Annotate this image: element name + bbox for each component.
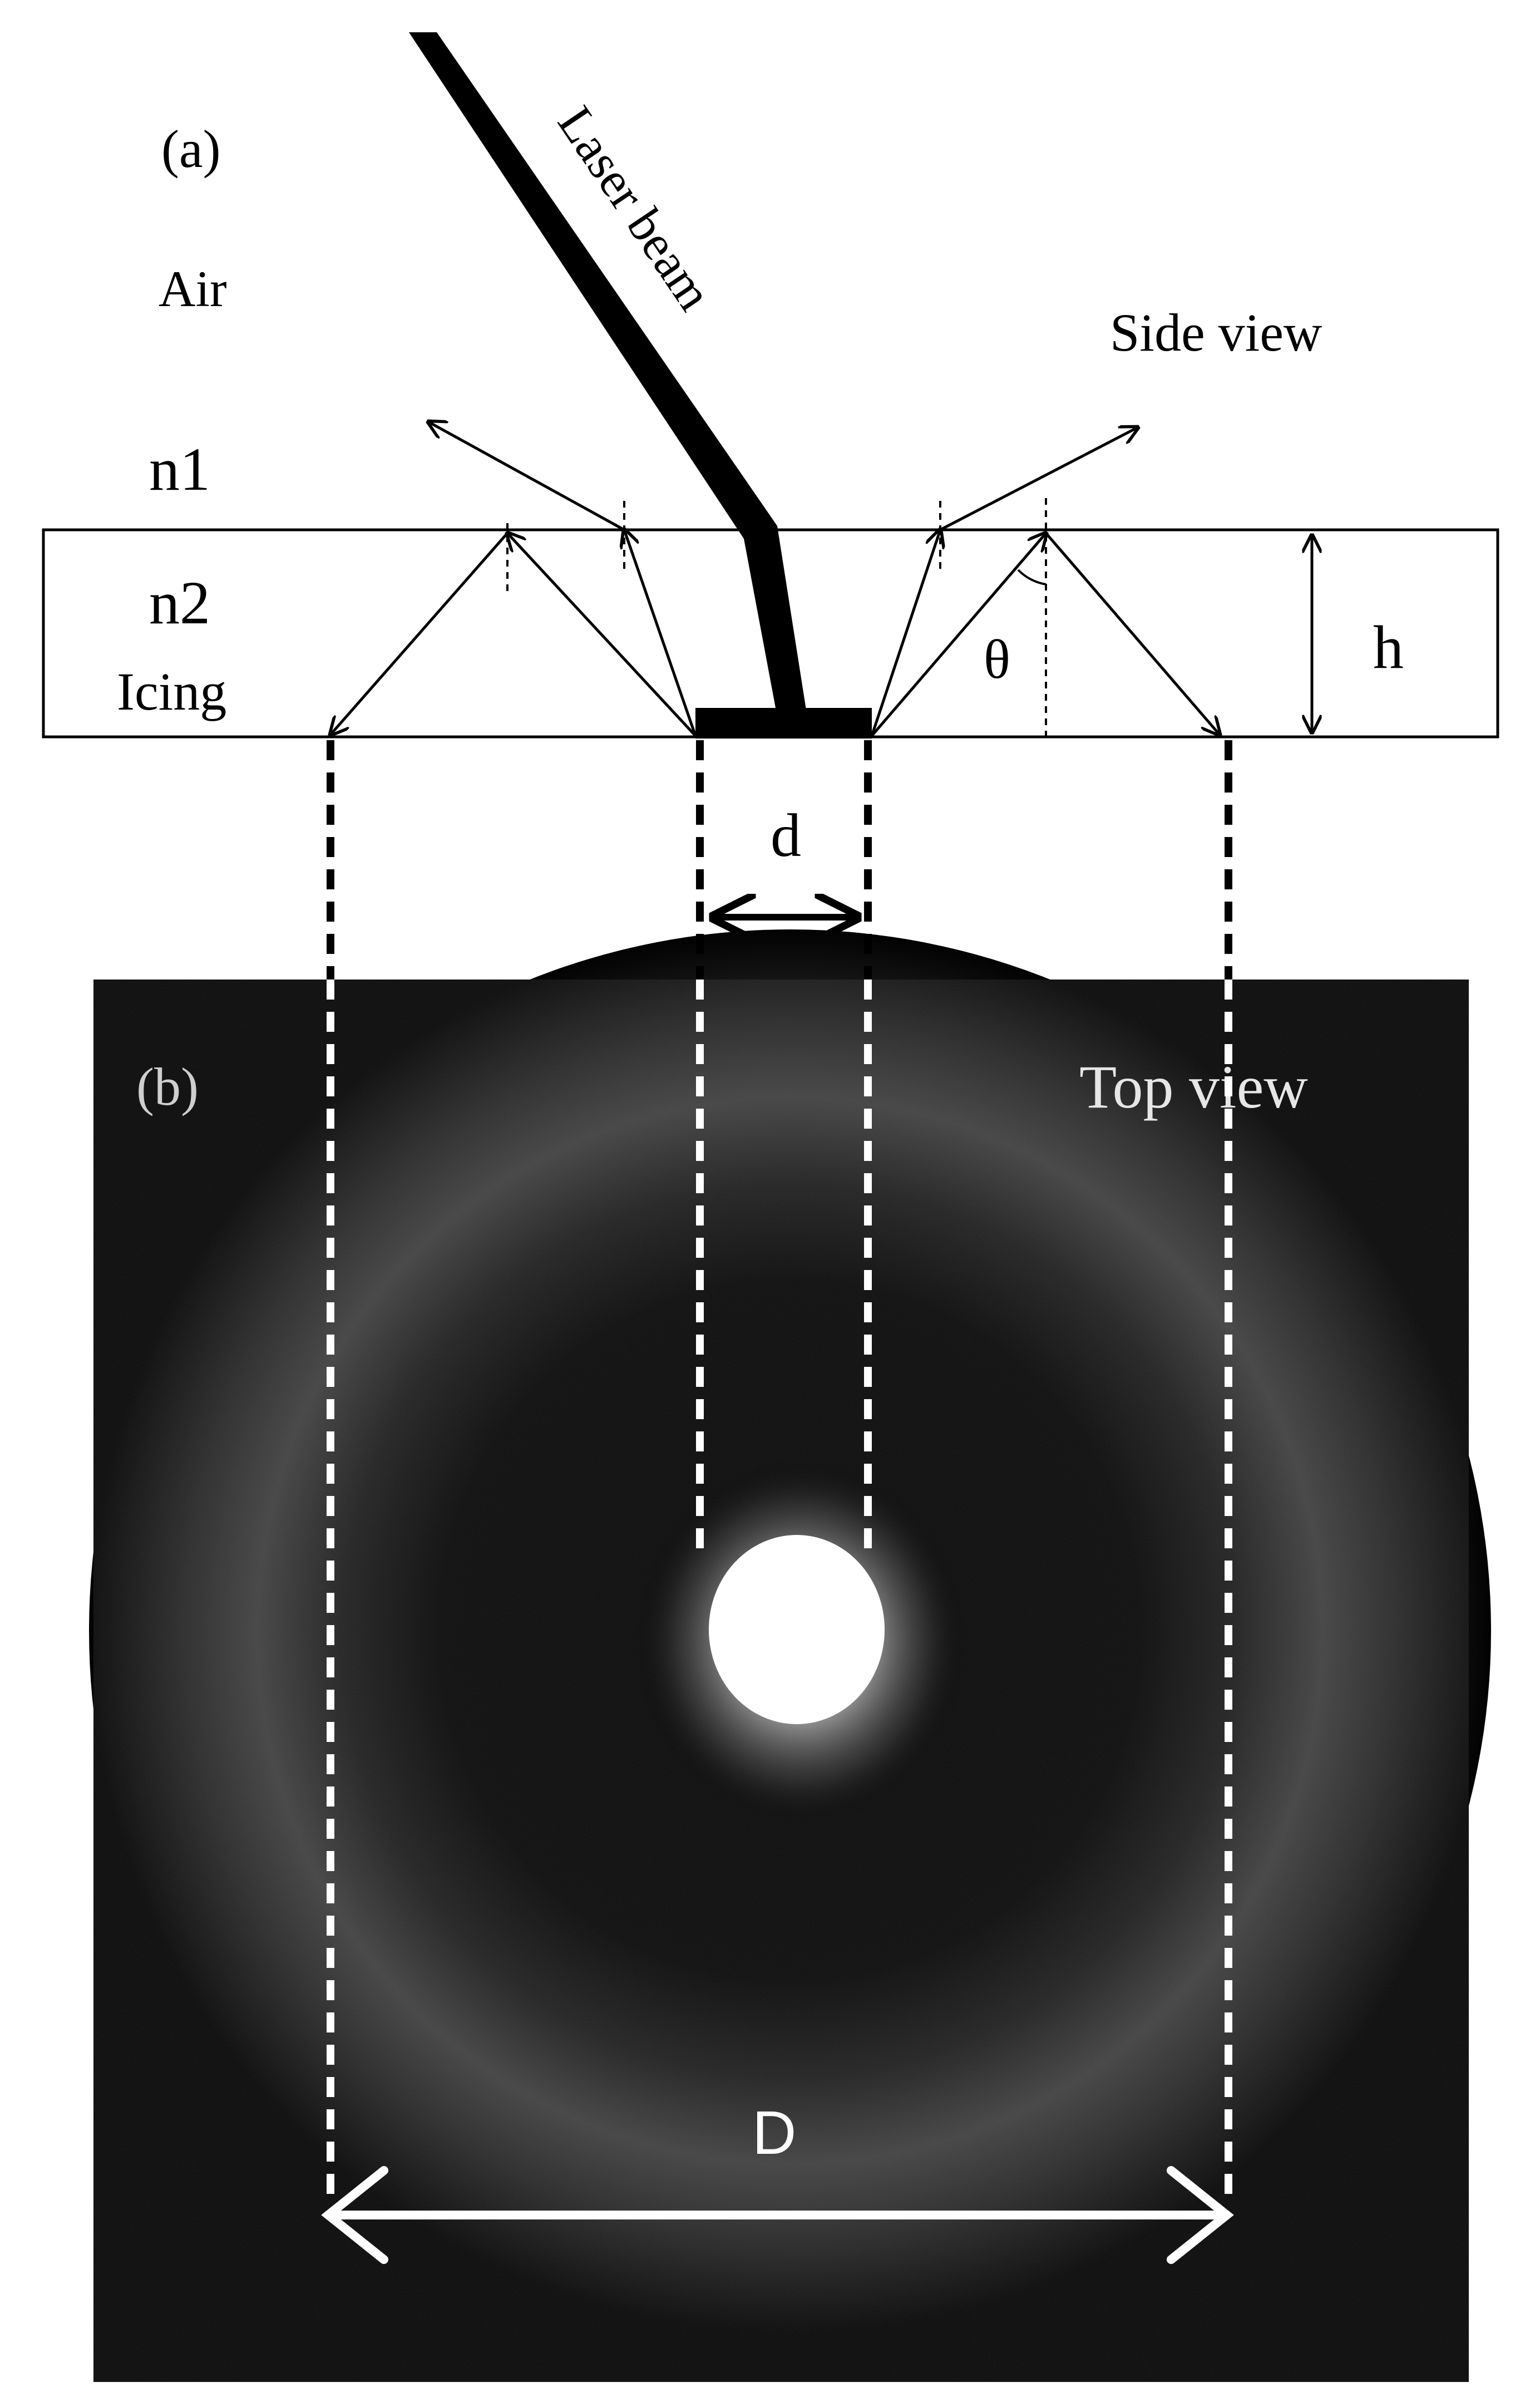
ray-left-down-outer <box>330 532 509 735</box>
laser-beam-label: Laser beam <box>547 97 722 320</box>
ray-right-down-outer <box>1045 532 1220 735</box>
air-label: Air <box>159 260 227 317</box>
transmitted-rays <box>428 422 1138 531</box>
panel-b-label: (b) <box>136 1057 199 1116</box>
icing-label: Icing <box>117 662 226 721</box>
ring-diameter-head-right <box>1167 2166 1234 2264</box>
panel-a-label: (a) <box>161 119 221 179</box>
spot-width-label: d <box>771 801 801 869</box>
laser-spot-core <box>709 1535 885 1724</box>
n2-label: n2 <box>149 569 210 637</box>
projection-lines <box>327 740 1232 2198</box>
ray-right-escape <box>939 427 1138 531</box>
panel-b-top-view: (b) Top view <box>89 929 1491 2382</box>
panel-a-side-view: (a) Air n1 Side view n2 Icing Laser beam <box>42 32 1499 917</box>
side-view-label: Side view <box>1110 303 1322 362</box>
thickness-label: h <box>1373 613 1404 681</box>
laser-beam <box>409 32 807 717</box>
theta-label: θ <box>984 628 1010 690</box>
reflected-rays <box>330 530 1220 736</box>
ring-diameter-label: D <box>752 2099 796 2167</box>
top-view-label: Top view <box>1079 1053 1308 1121</box>
ray-right-inner <box>870 530 940 736</box>
laser-spot-bar <box>695 708 872 739</box>
n1-label: n1 <box>149 435 210 503</box>
ray-left-inner <box>624 530 697 736</box>
surface-normals <box>506 498 1047 736</box>
ray-left-escape <box>428 422 625 531</box>
ray-right-up-outer <box>871 533 1046 737</box>
ring-diameter-head-left <box>321 2166 388 2264</box>
ring-diameter-arrow <box>321 2166 1234 2264</box>
theta-arc <box>1017 569 1047 585</box>
ray-left-up-outer <box>507 533 697 737</box>
